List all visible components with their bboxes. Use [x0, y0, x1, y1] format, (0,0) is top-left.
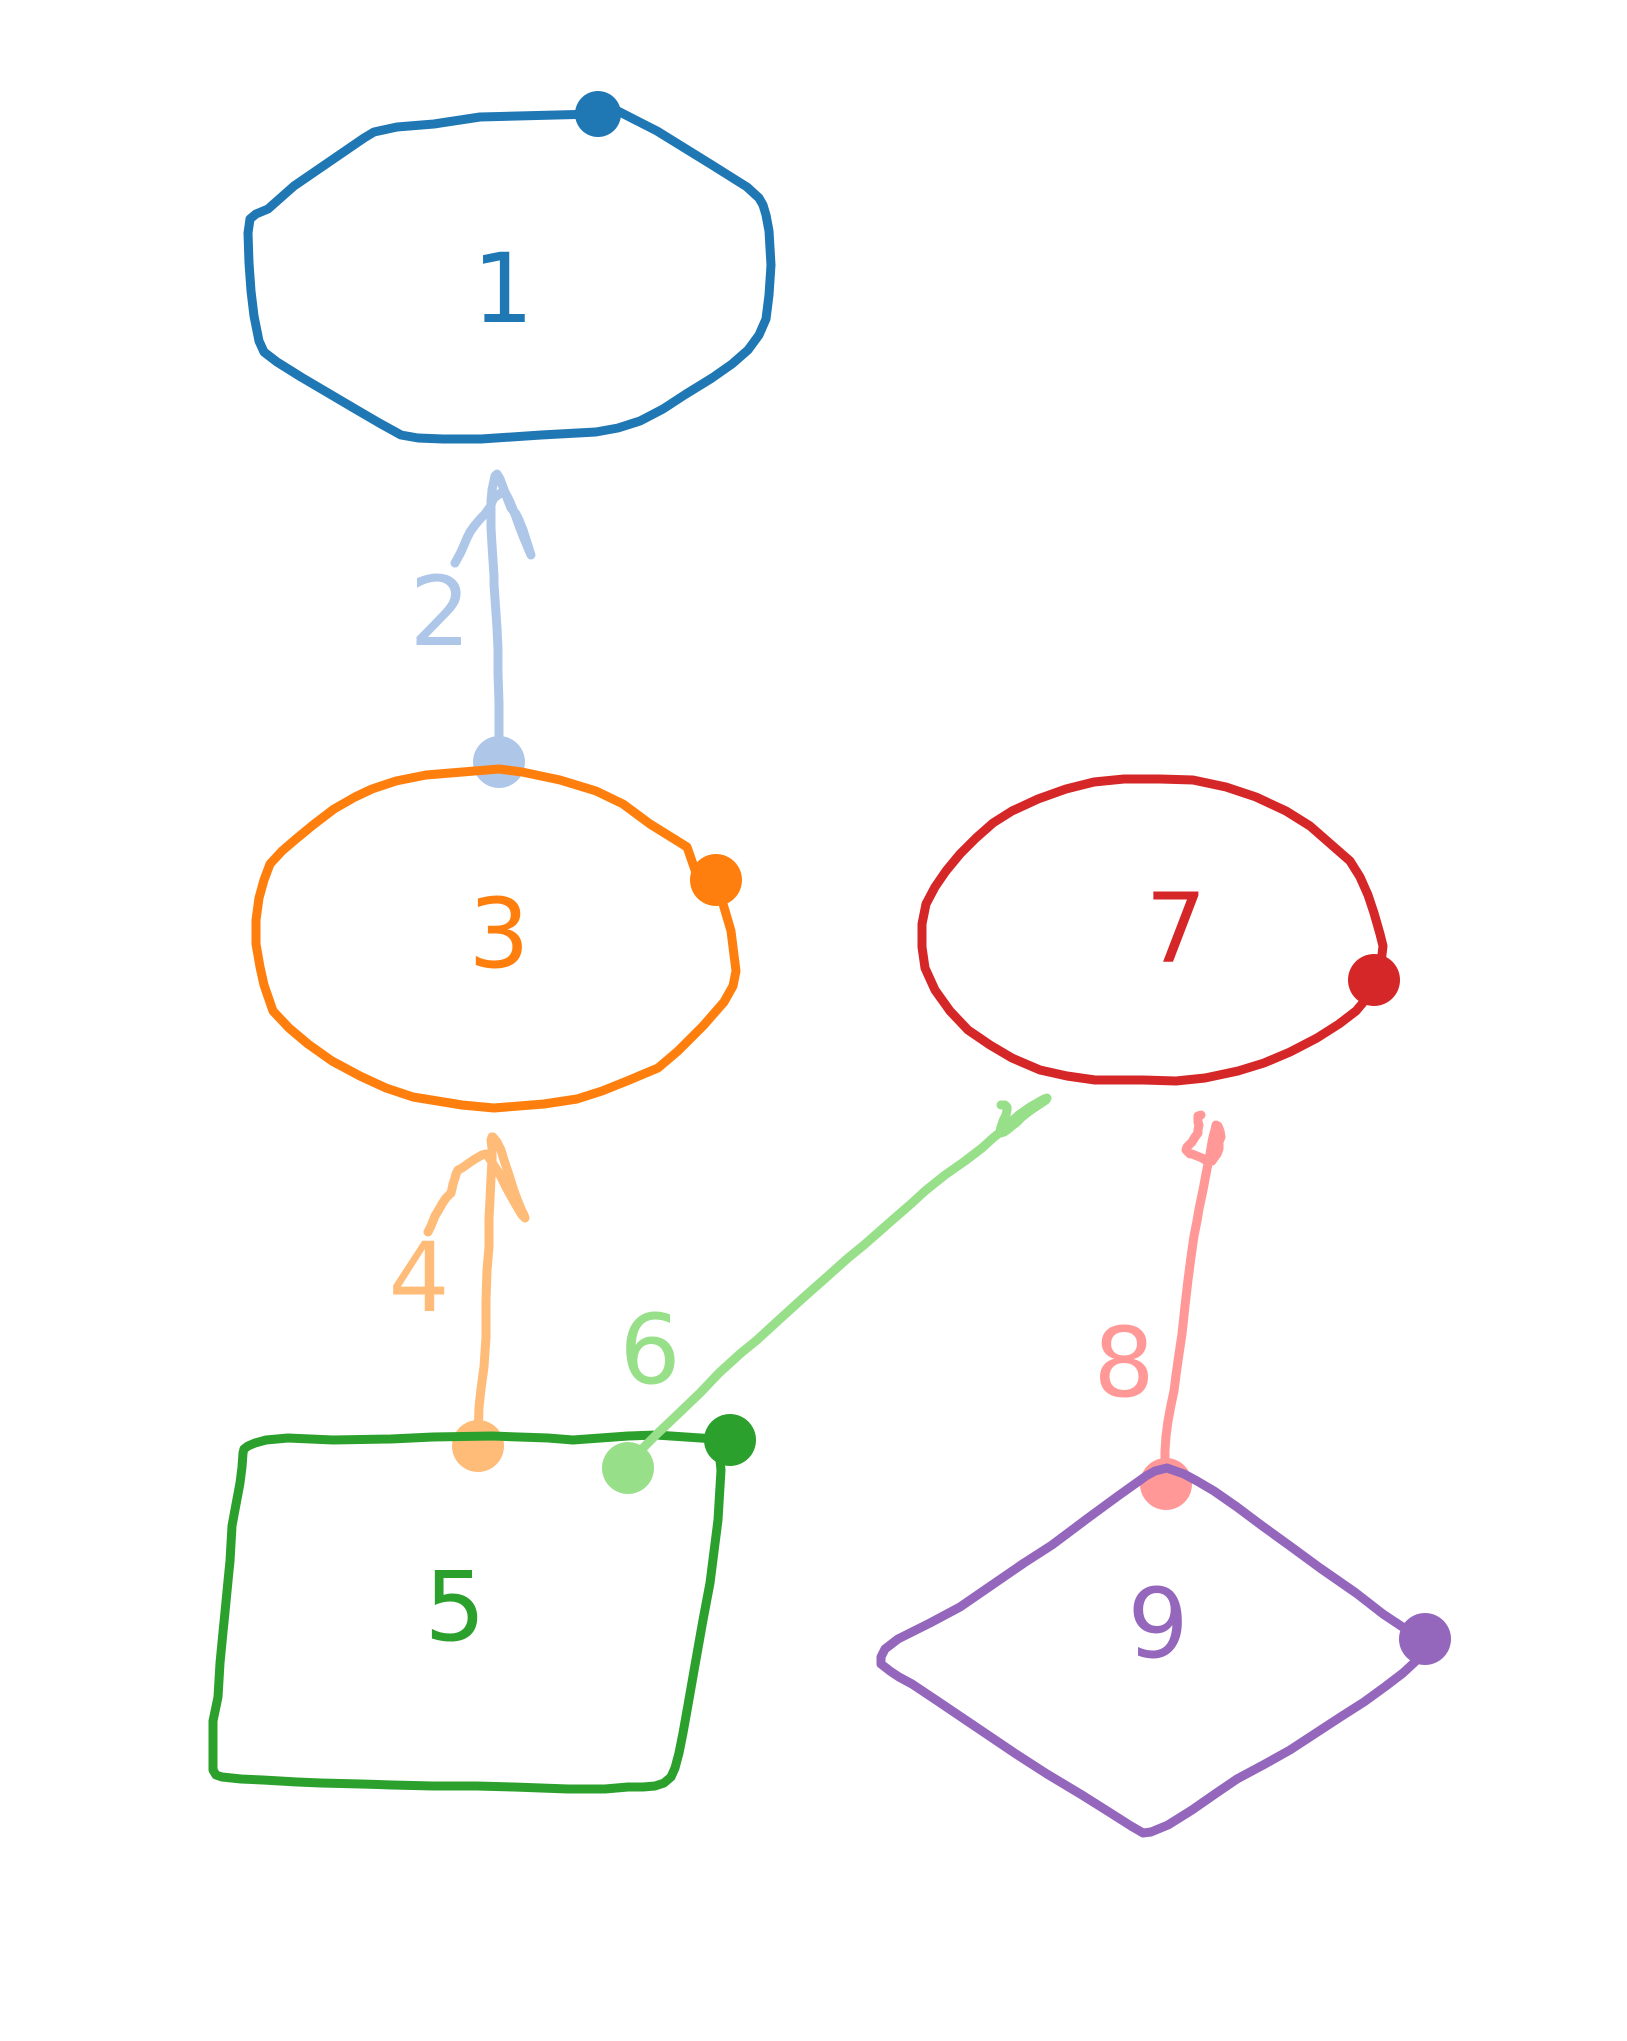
- edge-6[interactable]: 6: [602, 1093, 1052, 1494]
- node-5[interactable]: 5: [208, 1414, 756, 1794]
- edge-4-line: [423, 1132, 530, 1445]
- node-1-outline: [243, 103, 776, 444]
- node-9-outline: [876, 1463, 1429, 1838]
- node-7-outline: [917, 774, 1388, 1086]
- edge-2[interactable]: 2: [409, 469, 536, 788]
- edge-2-line: [450, 469, 536, 768]
- node-3-port: [690, 854, 742, 906]
- edge-8[interactable]: 8: [1093, 1110, 1226, 1510]
- edge-6-line: [623, 1093, 1052, 1470]
- node-3-label: 3: [468, 878, 529, 990]
- node-7[interactable]: 7: [917, 774, 1400, 1086]
- edge-4-tail-dot: [452, 1420, 504, 1472]
- node-3-outline: [251, 764, 741, 1113]
- node-5-label: 5: [424, 1551, 485, 1663]
- node-9-port: [1399, 1613, 1451, 1665]
- node-3[interactable]: 3: [251, 764, 742, 1113]
- edge-4-label: 4: [388, 1222, 449, 1334]
- node-7-label: 7: [1145, 873, 1206, 985]
- node-7-port: [1348, 954, 1400, 1006]
- edge-8-line: [1160, 1110, 1226, 1487]
- node-9[interactable]: 9: [876, 1463, 1451, 1838]
- edge-2-tail-dot: [473, 736, 525, 788]
- edge-6-label: 6: [619, 1294, 680, 1406]
- node-5-port: [704, 1414, 756, 1466]
- edge-2-label: 2: [409, 556, 470, 668]
- node-1-port: [575, 91, 621, 137]
- node-5-outline: [208, 1430, 735, 1794]
- edge-6-tail-dot: [602, 1442, 654, 1494]
- node-9-label: 9: [1127, 1568, 1188, 1680]
- edge-4[interactable]: 4: [388, 1132, 530, 1472]
- edge-8-label: 8: [1093, 1307, 1154, 1419]
- node-1-label: 1: [472, 233, 533, 345]
- node-1[interactable]: 1: [243, 91, 776, 444]
